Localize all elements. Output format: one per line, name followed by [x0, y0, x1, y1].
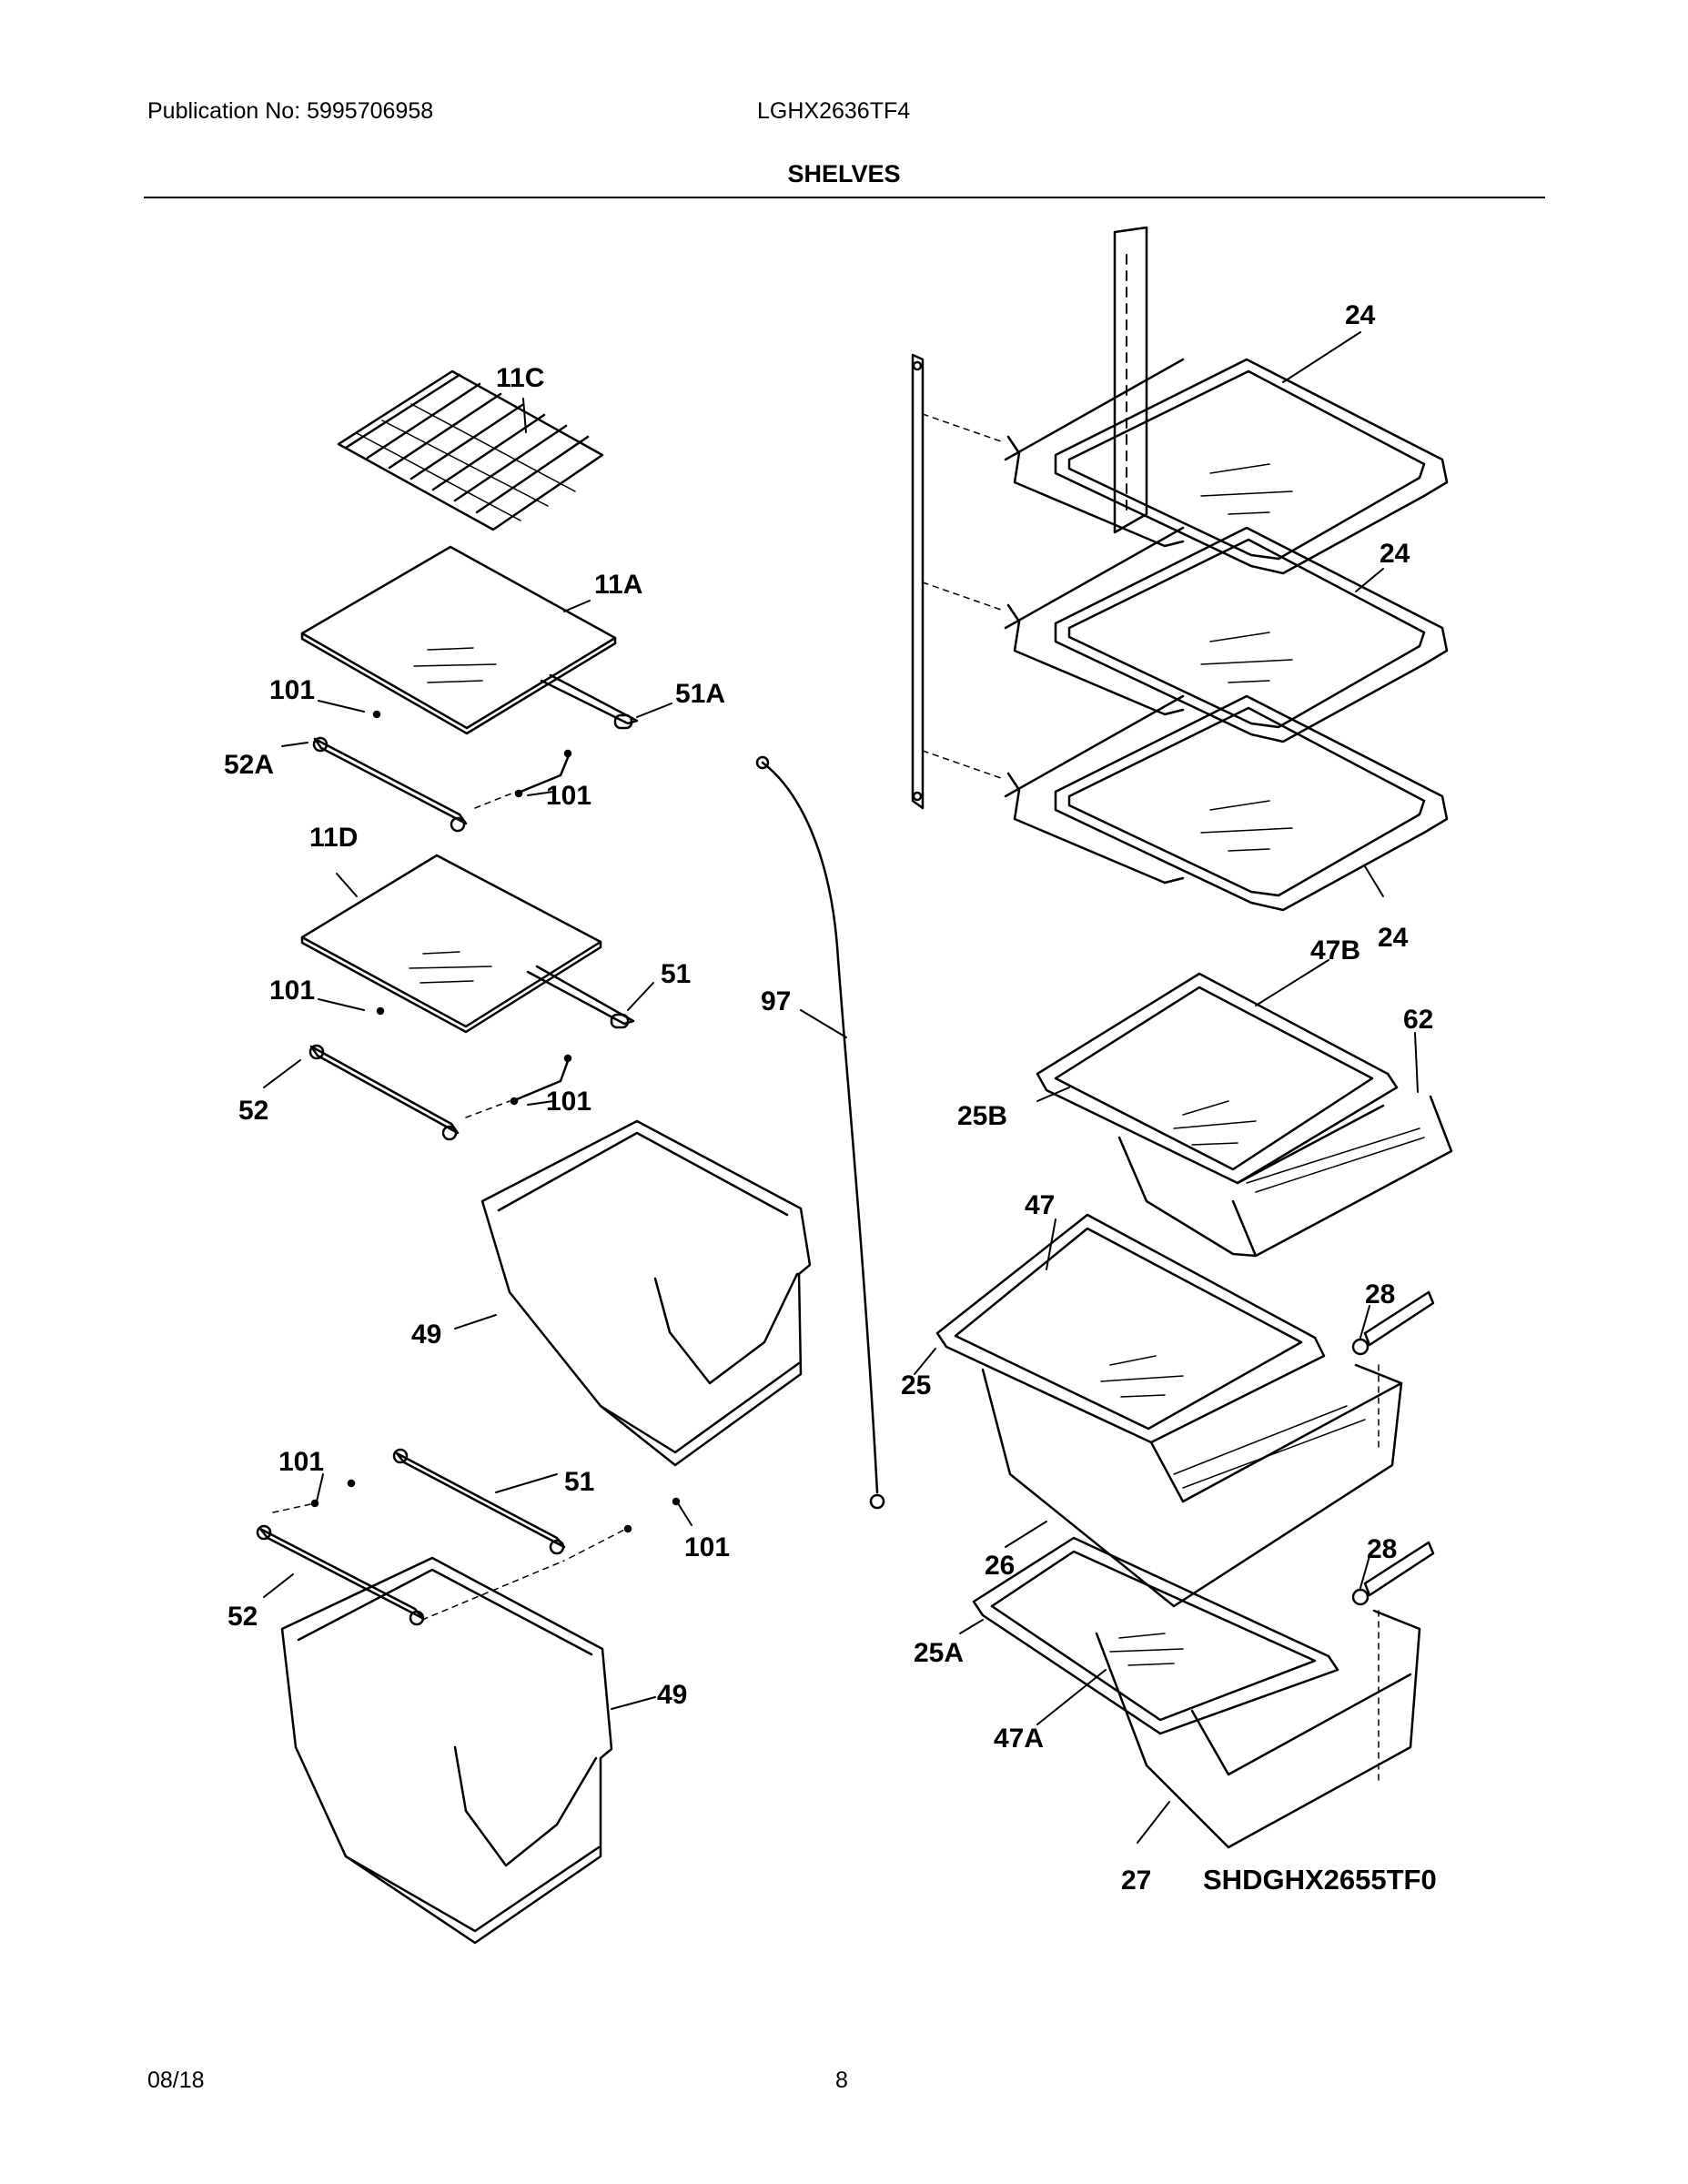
glass-shelf-11d	[300, 854, 602, 1034]
crisper-upper	[1036, 972, 1453, 1258]
header-rule	[144, 197, 1545, 198]
leader-lines	[263, 331, 1419, 1844]
callout-101: 101	[546, 781, 591, 811]
callout-26: 26	[985, 1551, 1015, 1581]
callout-24: 24	[1378, 923, 1409, 953]
callout-47: 47	[1025, 1190, 1055, 1220]
model-number: LGHX2636TF4	[757, 98, 911, 124]
pan-49-upper	[480, 1119, 812, 1467]
wire-shelf-11c	[337, 369, 604, 531]
callout-25a: 25A	[914, 1638, 964, 1668]
callout-101: 101	[269, 976, 315, 1006]
callout-101: 101	[269, 675, 315, 705]
pan-49-lower	[280, 1556, 613, 1945]
crisper-middle	[935, 1213, 1403, 1608]
callout-11c: 11C	[496, 363, 544, 393]
callout-labels: 11C 11A 101 51A 52A 101 11D 101 51 52 10…	[224, 300, 1437, 1896]
callout-25b: 25B	[957, 1101, 1007, 1131]
rail-51-lower	[392, 1448, 566, 1555]
shelf-24-bottom	[1004, 694, 1449, 912]
rail-51-upper	[526, 965, 635, 1029]
page-number: 8	[835, 2068, 848, 2093]
callout-27: 27	[1121, 1866, 1151, 1896]
rail-52-upper	[308, 1044, 460, 1141]
shelf-24-top	[1004, 358, 1449, 575]
tube-97	[755, 755, 885, 1510]
callout-49: 49	[411, 1320, 441, 1350]
callout-101: 101	[278, 1447, 324, 1477]
callout-101: 101	[546, 1087, 591, 1117]
callout-25: 25	[901, 1370, 931, 1400]
callout-47b: 47B	[1310, 935, 1360, 966]
bracket-28-upper	[1351, 1290, 1435, 1448]
callout-101: 101	[684, 1532, 730, 1562]
crisper-lower	[972, 1536, 1421, 1849]
callout-49: 49	[657, 1680, 687, 1710]
callout-52a: 52A	[224, 750, 274, 780]
callout-52: 52	[238, 1096, 268, 1126]
rail-51a	[540, 673, 639, 730]
shelf-ladder-rails	[911, 226, 1148, 810]
rail-52a	[312, 736, 468, 833]
rail-52-lower	[256, 1524, 425, 1626]
bracket-28-lower	[1351, 1541, 1435, 1785]
callout-11d: 11D	[309, 823, 358, 853]
glass-shelf-11a	[300, 545, 617, 735]
callout-51: 51	[564, 1467, 594, 1497]
footer-date: 08/18	[147, 2068, 205, 2093]
callout-24: 24	[1345, 300, 1376, 330]
callout-11a: 11A	[594, 570, 642, 600]
callout-47a: 47A	[994, 1724, 1044, 1754]
publication-number: Publication No: 5995706958	[147, 98, 434, 124]
diagram-code: SHDGHX2655TF0	[1203, 1864, 1437, 1896]
callout-97: 97	[761, 986, 791, 1016]
callout-24: 24	[1380, 539, 1410, 569]
section-title: SHELVES	[787, 160, 901, 187]
shelf-24-mid	[1004, 526, 1449, 743]
callout-28: 28	[1365, 1279, 1395, 1309]
callout-62: 62	[1403, 1005, 1433, 1035]
callout-51: 51	[661, 959, 691, 989]
callout-28: 28	[1367, 1534, 1397, 1564]
callout-51a: 51A	[675, 679, 725, 709]
callout-52: 52	[227, 1602, 258, 1632]
